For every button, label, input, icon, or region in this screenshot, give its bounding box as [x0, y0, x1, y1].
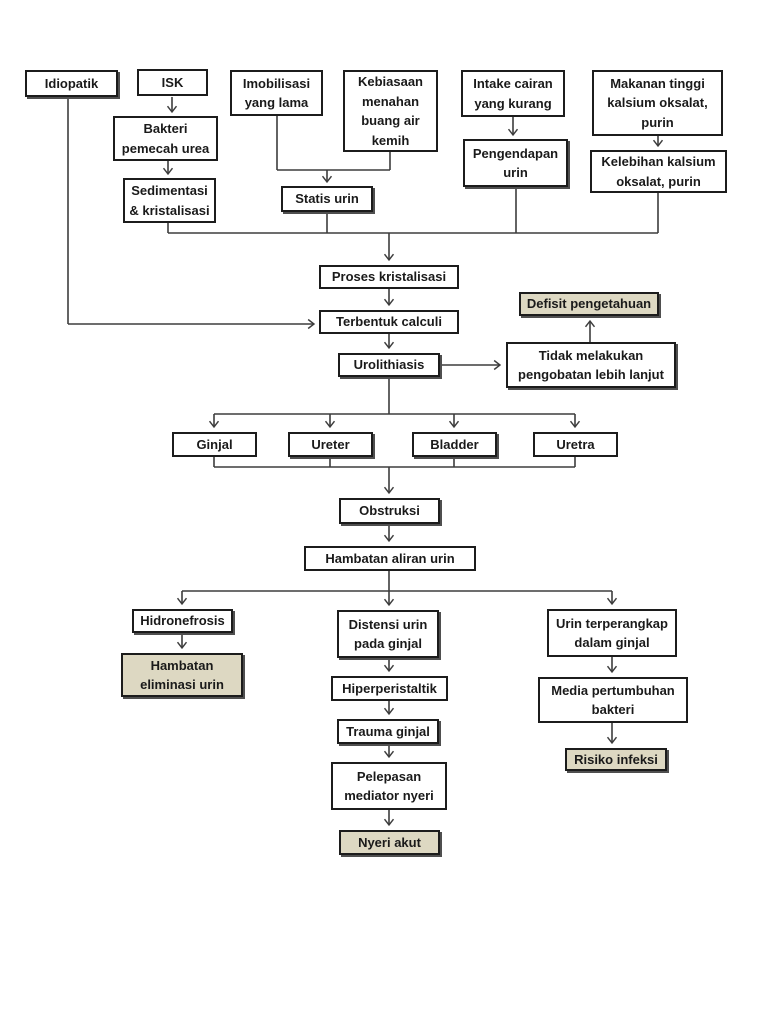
bus-organ-top: [214, 377, 575, 415]
node-bakteri-pemecah: Bakteri pemecah urea: [113, 116, 218, 161]
node-bladder: Bladder: [412, 432, 497, 457]
node-isk: ISK: [137, 69, 208, 96]
node-obstruksi: Obstruksi: [339, 498, 440, 524]
node-terbentuk-calculi: Terbentuk calculi: [319, 310, 459, 334]
bus-statis-urin: [276, 115, 391, 171]
node-ureter: Ureter: [288, 432, 373, 457]
node-hidronefrosis: Hidronefrosis: [132, 609, 233, 633]
node-makanan-tinggi: Makanan tinggi kalsium oksalat, purin: [592, 70, 723, 136]
node-uretra: Uretra: [533, 432, 618, 457]
node-defisit-pengetahuan: Defisit pengetahuan: [519, 292, 659, 316]
node-urin-terperangkap: Urin terperangkap dalam ginjal: [547, 609, 677, 657]
node-pengendapan-urin: Pengendapan urin: [463, 139, 568, 187]
node-tidak-melakukan: Tidak melakukan pengobatan lebih lanjut: [506, 342, 676, 388]
node-kelebihan-kalsium: Kelebihan kalsium oksalat, purin: [590, 150, 727, 193]
node-media-pertumbuhan: Media pertumbuhan bakteri: [538, 677, 688, 723]
node-ginjal: Ginjal: [172, 432, 257, 457]
bus-bottom-branches: [182, 571, 612, 592]
node-statis-urin: Statis urin: [281, 186, 373, 212]
bus-organ-bottom: [213, 457, 576, 468]
node-proses-kristalisasi: Proses kristalisasi: [319, 265, 459, 289]
node-urolithiasis: Urolithiasis: [338, 353, 440, 377]
node-risiko-infeksi: Risiko infeksi: [565, 748, 667, 771]
node-nyeri-akut: Nyeri akut: [339, 830, 440, 855]
node-imobilisasi: Imobilisasi yang lama: [230, 70, 323, 116]
bus-proses-kristalisasi: [167, 187, 659, 234]
node-intake-cairan: Intake cairan yang kurang: [461, 70, 565, 117]
node-sedimentasi: Sedimentasi & kristalisasi: [123, 178, 216, 223]
node-kebiasaan: Kebiasaan menahan buang air kemih: [343, 70, 438, 152]
node-idiopatik: Idiopatik: [25, 70, 118, 97]
node-hambatan-aliran: Hambatan aliran urin: [304, 546, 476, 571]
node-hiperperistaltik: Hiperperistaltik: [331, 676, 448, 701]
node-distensi: Distensi urin pada ginjal: [337, 610, 439, 658]
node-pelepasan-mediator: Pelepasan mediator nyeri: [331, 762, 447, 810]
node-hambatan-eliminasi: Hambatan eliminasi urin: [121, 653, 243, 697]
node-trauma-ginjal: Trauma ginjal: [337, 719, 439, 744]
